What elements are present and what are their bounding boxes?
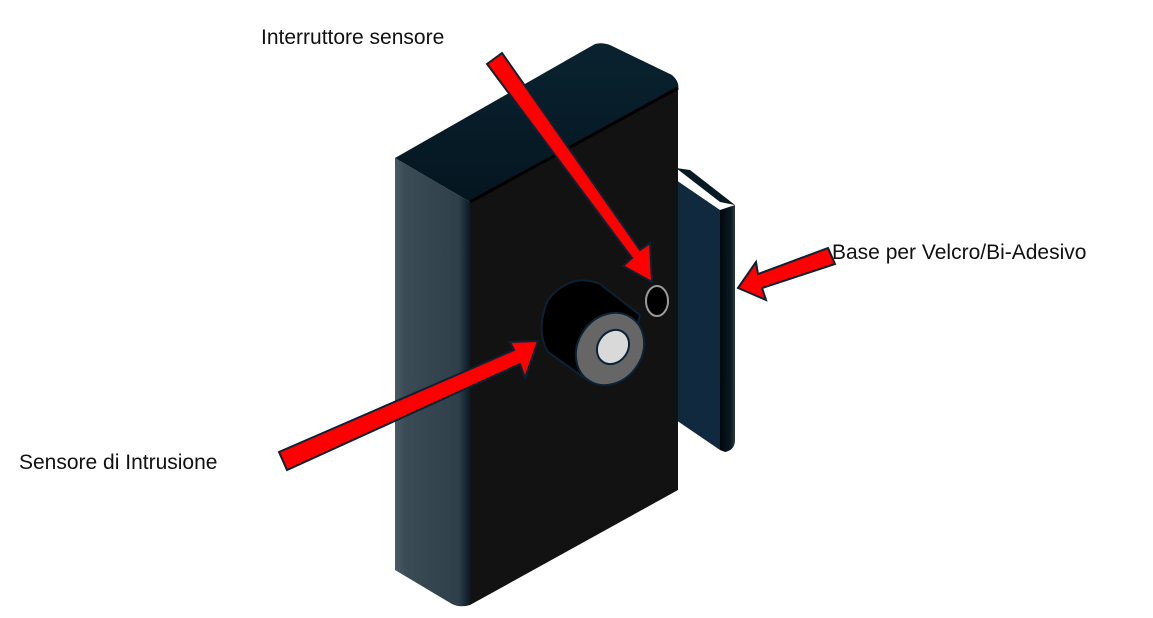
intrusion-sensor	[540, 279, 646, 387]
sensor-switch	[645, 285, 669, 317]
body-side-face	[395, 158, 470, 607]
label-mounting-base: Base per Velcro/Bi-Adesivo	[832, 241, 1087, 264]
body-top-edge	[469, 86, 679, 204]
arrow-switch	[485, 51, 654, 284]
label-sensor-switch: Interruttore sensore	[261, 26, 445, 49]
base-plate-edge	[720, 205, 735, 452]
arrow-sensor	[277, 339, 540, 472]
base-plate-face	[676, 180, 720, 450]
base-plate-top	[676, 168, 735, 205]
mounting-base	[676, 168, 735, 452]
arrow-base	[736, 246, 837, 302]
sensor-lens-center	[595, 328, 631, 366]
label-intrusion-sensor: Sensore di Intrusione	[19, 451, 218, 474]
